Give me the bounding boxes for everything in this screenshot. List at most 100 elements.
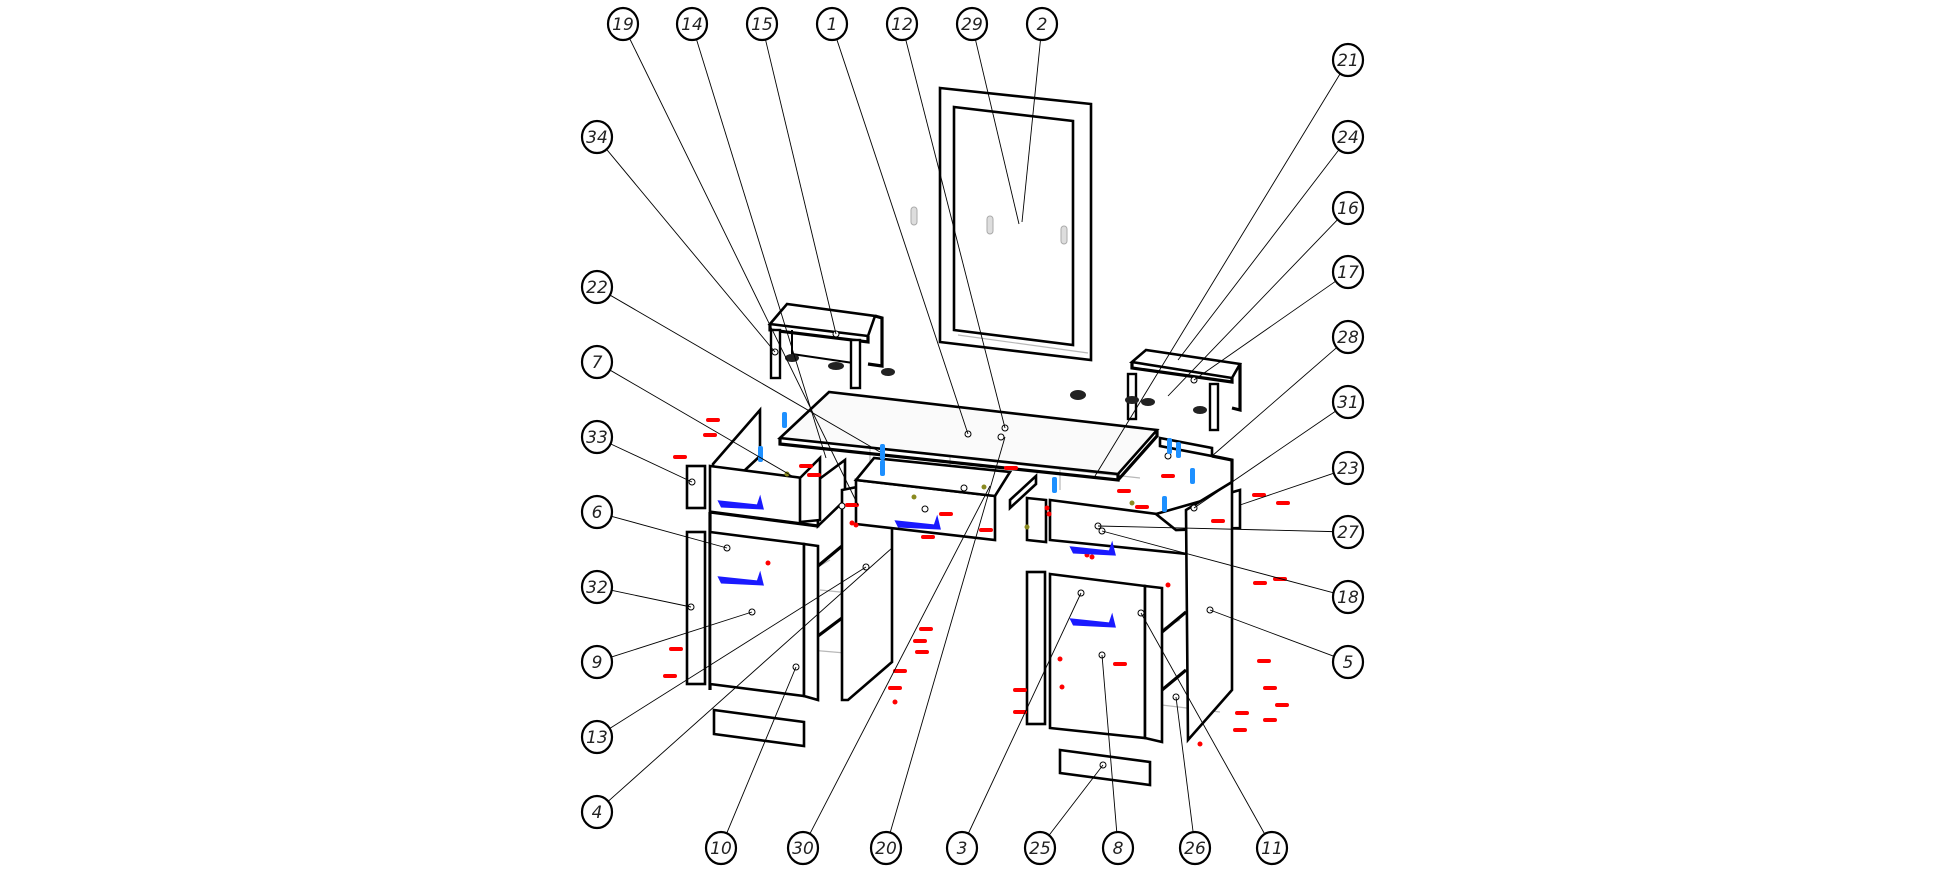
balloon-13: 13 <box>580 719 614 755</box>
fastener-screw <box>979 528 993 532</box>
balloon-label: 4 <box>592 803 603 823</box>
leader-line-28 <box>1211 347 1338 457</box>
balloon-label: 3 <box>957 839 968 859</box>
leader-lines <box>606 38 1341 836</box>
mirror-bracket-middle <box>986 215 994 235</box>
left-side-strip-33 <box>685 464 707 510</box>
leader-line-7 <box>609 369 793 477</box>
center-drawer-rail <box>1008 473 1038 511</box>
balloon-circle <box>869 830 903 866</box>
center-drawer <box>853 456 1038 542</box>
leader-line-29 <box>974 39 1020 225</box>
balloon-11: 11 <box>1255 830 1289 866</box>
balloon-label: 22 <box>586 278 608 298</box>
fastener-dot <box>765 560 771 566</box>
balloon-circle <box>815 6 849 42</box>
fastener-screw <box>939 512 953 516</box>
fastener-dot <box>1046 511 1052 517</box>
fastener-screw <box>1117 489 1131 493</box>
leader-line-27 <box>1097 525 1334 533</box>
right-door <box>1048 572 1147 740</box>
balloon-24: 24 <box>1331 119 1365 155</box>
balloon-label: 7 <box>592 353 603 373</box>
mirror-bracket-right <box>1060 225 1068 245</box>
balloon-19: 19 <box>606 6 640 42</box>
balloon-16: 16 <box>1331 190 1365 226</box>
balloon-circle <box>580 494 614 530</box>
stool-right <box>1070 348 1243 432</box>
dowel <box>911 494 917 500</box>
fastener-screw <box>1135 505 1149 509</box>
balloon-label: 23 <box>1337 459 1359 479</box>
balloon-label: 26 <box>1184 839 1206 859</box>
balloon-label: 19 <box>612 15 634 35</box>
balloon-circle <box>1331 579 1365 615</box>
balloon-label: 31 <box>1337 393 1359 413</box>
leader-line-4 <box>607 547 893 802</box>
balloon-label: 34 <box>586 128 608 148</box>
mirror-bracket-left <box>910 206 918 226</box>
fastener-screw <box>915 650 929 654</box>
fastener-screw <box>663 674 677 678</box>
balloon-10: 10 <box>704 830 738 866</box>
balloon-31: 31 <box>1331 384 1365 420</box>
cabinet-right <box>1025 436 1242 787</box>
drawer-handle <box>717 494 764 510</box>
balloon-17: 17 <box>1331 254 1365 290</box>
mirror-frame <box>938 86 1093 362</box>
fastener-dot <box>853 522 859 528</box>
balloon-circle <box>1331 42 1365 78</box>
balloon-circle <box>1331 254 1365 290</box>
leader-line-8 <box>1101 654 1118 833</box>
balloon-circle <box>1331 119 1365 155</box>
mirror-frame-edge <box>957 334 1089 354</box>
right-door-edge <box>1143 584 1164 744</box>
balloon-circle <box>1331 514 1365 550</box>
balloon-22: 22 <box>580 269 614 305</box>
mount-bracket <box>782 412 787 428</box>
balloon-1: 1 <box>815 6 849 42</box>
fastener-screw <box>1263 718 1277 722</box>
mount-bracket <box>1176 442 1181 458</box>
fastener-screw <box>1013 710 1027 714</box>
leader-line-9 <box>611 611 753 658</box>
fastener-screw <box>673 455 687 459</box>
fastener-screw <box>706 418 720 422</box>
balloon-circle <box>580 794 614 830</box>
fastener-screw <box>921 535 935 539</box>
right-side-strip-upper <box>1025 496 1048 544</box>
balloon-20: 20 <box>869 830 903 866</box>
mirror-part <box>910 86 1093 362</box>
right-drawer-front <box>1048 498 1190 556</box>
fastener-screw <box>1252 493 1266 497</box>
leader-line-33 <box>610 443 693 483</box>
fastener-screw <box>703 433 717 437</box>
fastener-screw <box>669 647 683 651</box>
stool-left-leg-2 <box>849 338 862 390</box>
balloon-circle <box>1255 830 1289 866</box>
balloon-label: 20 <box>875 839 897 859</box>
balloon-label: 10 <box>710 839 732 859</box>
balloon-circle <box>580 419 614 455</box>
fastener-dot <box>1165 582 1171 588</box>
left-plinth <box>712 708 806 748</box>
leader-line-23 <box>1239 472 1334 506</box>
leader-line-13 <box>609 566 867 729</box>
balloon-33: 33 <box>580 419 614 455</box>
balloon-circle <box>1331 450 1365 486</box>
mount-bracket <box>1190 468 1195 484</box>
fastener-dot <box>1044 505 1050 511</box>
balloon-label: 8 <box>1113 839 1124 859</box>
balloon-circle <box>675 6 709 42</box>
fastener-dot <box>1057 656 1063 662</box>
balloon-27: 27 <box>1331 514 1365 550</box>
balloon-label: 21 <box>1337 51 1359 71</box>
balloon-label: 33 <box>586 428 608 448</box>
balloon-7: 7 <box>580 344 614 380</box>
balloon-label: 30 <box>792 839 814 859</box>
hardware <box>663 412 1290 747</box>
mount-bracket <box>758 446 763 462</box>
balloon-circle <box>1331 190 1365 226</box>
leader-line-18 <box>1101 530 1334 594</box>
balloon-32: 32 <box>580 569 614 605</box>
